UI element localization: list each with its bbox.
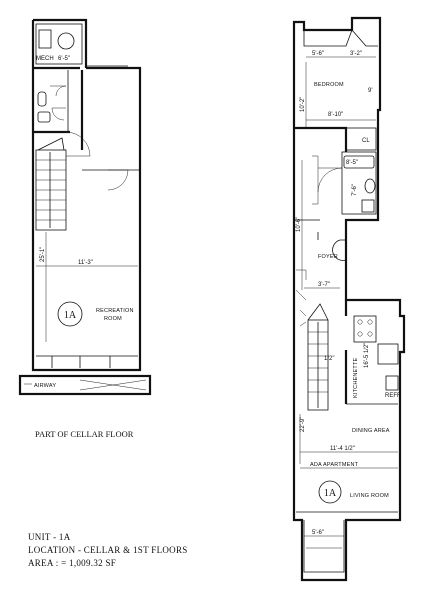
cellar-plan: MECH 6'-5" 25'-1" 11'-3" 1A RECR xyxy=(18,18,152,396)
ff-dim-bed-height: 10'-2" xyxy=(300,97,306,112)
ff-dim-living-width: 11'-4 1/2" xyxy=(330,446,355,452)
cellar-airway: AIRWAY xyxy=(34,383,56,389)
cellar-room-name-1: RECREATION xyxy=(96,308,134,314)
cellar-dim-length: 25'-1" xyxy=(40,247,46,262)
ff-toilet-icon xyxy=(364,178,376,194)
cellar-dim-width: 11'-3" xyxy=(78,260,93,266)
ff-dim-bed-side: 9' xyxy=(368,88,372,94)
kitchen-sink-icon xyxy=(377,343,399,365)
cellar-dim-mech: 6'-5" xyxy=(58,56,70,62)
ff-dim-bed-width: 8'-10" xyxy=(328,112,343,118)
ff-dim-bath-w: 8'-5" xyxy=(346,160,358,166)
cellar-outer-wall xyxy=(31,18,142,372)
ff-ada-note: ADA APARTMENT xyxy=(310,462,359,468)
ff-dim-dining-height: 22'-9" xyxy=(300,417,306,432)
ff-sink-icon xyxy=(361,199,375,213)
cellar-stairs xyxy=(35,137,67,231)
info-area: AREA : = 1,009.32 SF xyxy=(28,558,117,568)
ff-cl: CL xyxy=(362,138,370,144)
refrigerator-icon xyxy=(385,375,399,391)
water-heater-icon xyxy=(57,32,75,50)
ff-dim-bath-h: 7'-6" xyxy=(352,184,358,196)
cellar-unit-badge-text: 1A xyxy=(64,310,77,321)
cellar-title: PART OF CELLAR FLOOR xyxy=(35,429,134,439)
ff-unit-badge xyxy=(318,480,342,504)
info-location: LOCATION - CELLAR & 1ST FLOORS xyxy=(28,545,188,555)
bathtub-icon xyxy=(343,155,375,169)
ff-stairs xyxy=(307,303,329,411)
first-floor-outer-wall xyxy=(292,16,406,582)
info-unit: UNIT - 1A xyxy=(28,532,71,542)
stove-icon xyxy=(353,315,377,343)
first-floor-plan: 5'-6" 3'-2" BEDROOM 10'-2" 9' 8'-10" CL … xyxy=(292,16,406,582)
ff-dim-hall: 10'-6" xyxy=(296,217,302,232)
ff-dining: DINING AREA xyxy=(352,428,390,434)
cellar-unit-badge xyxy=(57,301,83,327)
toilet-icon xyxy=(37,111,51,123)
ff-kitchenette: KITCHENETTE xyxy=(353,357,359,398)
mech-unit-icon xyxy=(38,29,52,49)
sink-icon xyxy=(37,91,47,107)
ff-dim-foyer: 3'-7" xyxy=(318,282,330,288)
ff-foyer: FOYER xyxy=(318,254,338,260)
ff-unit-badge-text: 1A xyxy=(324,488,337,499)
ff-dim-bottom: 5'-6" xyxy=(312,530,324,536)
cellar-label-mech: MECH xyxy=(36,56,54,62)
ff-refr: REFR xyxy=(385,393,402,399)
ff-dim-top-left: 5'-6" xyxy=(312,51,324,57)
ff-dim-kitchen: 16'-5 1/2" xyxy=(364,343,370,368)
ff-dim-stair: 1/2" xyxy=(324,356,334,362)
ff-dim-top-right: 3'-2" xyxy=(350,51,362,57)
ff-living: LIVING ROOM xyxy=(350,493,389,499)
cellar-room-name-2: ROOM xyxy=(104,316,122,322)
ff-bedroom: BEDROOM xyxy=(314,82,344,88)
